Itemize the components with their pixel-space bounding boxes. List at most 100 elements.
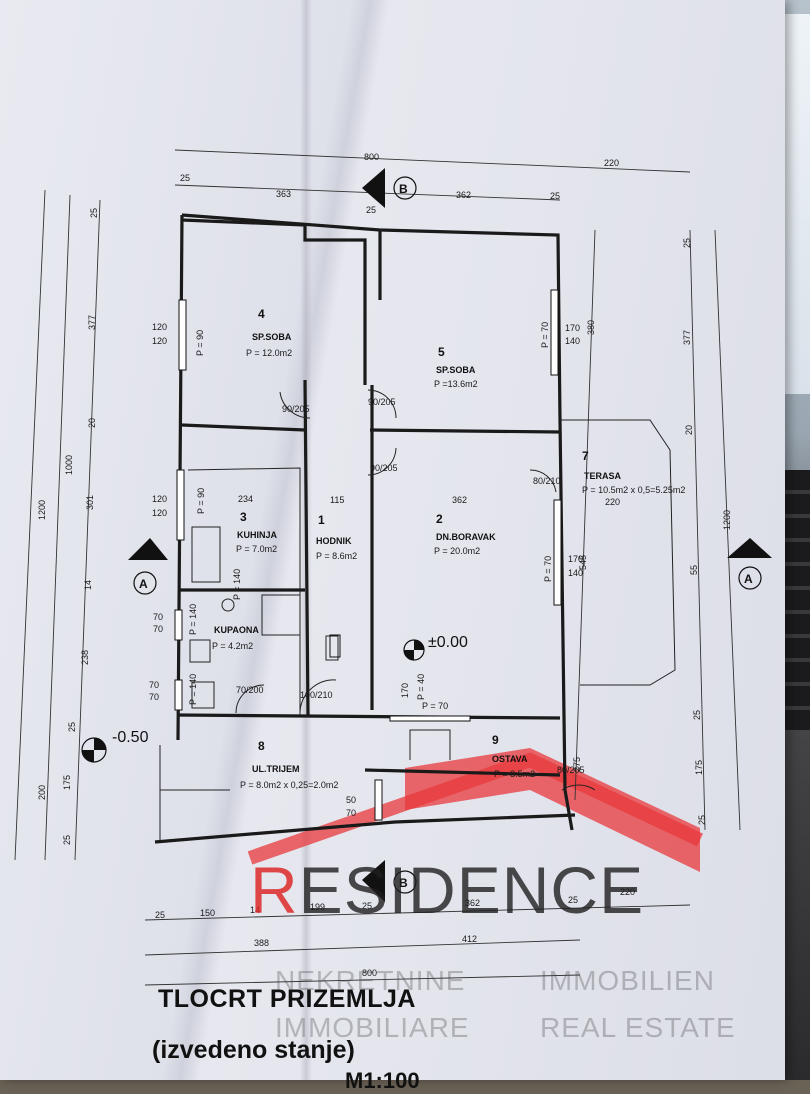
dimensions-left: 1200 1000 25 377 20 301 14 238 25 175 20… [37, 208, 99, 845]
svg-text:170: 170 [565, 323, 580, 333]
svg-text:1000: 1000 [64, 455, 74, 475]
svg-text:4: 4 [258, 307, 265, 321]
svg-text:7: 7 [582, 449, 589, 463]
room-4: 4 SP.SOBA P = 12.0m2 [246, 307, 292, 358]
svg-text:175: 175 [694, 760, 704, 775]
svg-text:14: 14 [250, 905, 260, 915]
svg-text:P = 90: P = 90 [196, 488, 206, 514]
svg-text:55: 55 [689, 565, 699, 575]
dimension-lines [14, 149, 741, 986]
svg-text:50: 50 [346, 795, 356, 805]
svg-text:P = 140: P = 140 [232, 569, 242, 600]
section-marker-b-bottom: B [362, 860, 417, 902]
svg-text:90/205: 90/205 [370, 463, 398, 473]
level-marker-main: ±0.00 [403, 634, 468, 661]
room-3: 3 KUHINJA P = 7.0m2 [236, 510, 278, 554]
svg-text:P = 7.0m2: P = 7.0m2 [236, 544, 277, 554]
svg-text:20: 20 [87, 418, 97, 428]
walls [154, 213, 676, 844]
svg-text:P = 8.0m2 x 0,25=2.0m2: P = 8.0m2 x 0,25=2.0m2 [240, 780, 338, 790]
drawing-subtitle: (izvedeno stanje) [152, 1036, 355, 1064]
svg-text:25: 25 [180, 173, 190, 183]
door-dimensions: 90/205 90/205 90/205 80/210 70/200 100/2… [236, 397, 585, 775]
svg-text:1200: 1200 [722, 510, 732, 530]
svg-text:170: 170 [568, 554, 583, 564]
svg-text:80/205: 80/205 [557, 765, 585, 775]
svg-text:363: 363 [276, 189, 291, 199]
svg-text:238: 238 [80, 650, 90, 665]
watermark-word: IMMOBILIARE [275, 1012, 470, 1043]
svg-text:70: 70 [149, 680, 159, 690]
svg-text:80/210: 80/210 [533, 476, 561, 486]
svg-text:B: B [399, 876, 408, 890]
svg-text:234: 234 [238, 494, 253, 504]
svg-text:25: 25 [692, 710, 702, 720]
svg-text:SP.SOBA: SP.SOBA [252, 332, 292, 342]
svg-text:20: 20 [684, 425, 694, 435]
watermark-brand: RESIDENCE [250, 853, 645, 927]
svg-text:UL.TRIJEM: UL.TRIJEM [252, 764, 300, 774]
svg-text:800: 800 [364, 152, 379, 162]
svg-text:200: 200 [37, 785, 47, 800]
svg-text:P = 70: P = 70 [540, 322, 550, 348]
room-9: 9 OSTAVA P = 3.5m2 [492, 733, 535, 779]
svg-text:90/205: 90/205 [282, 404, 310, 414]
svg-text:70: 70 [346, 808, 356, 818]
section-marker-a-left: A [128, 538, 168, 595]
svg-text:P = 90: P = 90 [195, 330, 205, 356]
svg-text:25: 25 [362, 901, 372, 911]
svg-text:70: 70 [153, 624, 163, 634]
svg-text:P = 3.5m2: P = 3.5m2 [494, 769, 535, 779]
svg-text:70/200: 70/200 [236, 685, 264, 695]
svg-text:800: 800 [362, 968, 377, 978]
svg-text:P = 12.0m2: P = 12.0m2 [246, 348, 292, 358]
svg-text:25: 25 [89, 208, 99, 218]
svg-text:275: 275 [572, 757, 582, 772]
floor-plan: A A B B ±0.00 -0.50 4 SP.SOBA P = 12.0m2… [14, 149, 772, 986]
dimensions-inner: 234 115 362 220 [238, 494, 620, 507]
dimensions-top: 800 220 25 363 362 25 25 [180, 152, 619, 215]
svg-text:175: 175 [62, 775, 72, 790]
svg-text:P = 140: P = 140 [188, 674, 198, 705]
svg-text:120: 120 [152, 322, 167, 332]
watermark-word: NEKRETNINE [275, 965, 466, 996]
window-heights: P = 90 P = 70 P = 90 P = 70 P = 140 P = … [188, 322, 553, 711]
svg-text:P = 20.0m2: P = 20.0m2 [434, 546, 480, 556]
svg-text:70: 70 [149, 692, 159, 702]
paper-sheet [0, 0, 785, 1080]
window-dimensions: 120 120 120 120 170 140 170 140 70 70 70… [149, 322, 583, 818]
svg-text:14: 14 [83, 580, 93, 590]
door-swings [235, 389, 596, 791]
svg-text:P = 8.6m2: P = 8.6m2 [316, 551, 357, 561]
drawing-title: TLOCRT PRIZEMLJA [158, 985, 416, 1013]
svg-text:9: 9 [492, 733, 499, 747]
svg-text:SP.SOBA: SP.SOBA [436, 365, 476, 375]
svg-text:P = 140: P = 140 [188, 604, 198, 635]
room-kupaona: KUPAONA P = 4.2m2 [212, 625, 259, 651]
svg-text:P = 10.5m2 x 0,5=5.25m2: P = 10.5m2 x 0,5=5.25m2 [582, 485, 685, 495]
watermark-word: REAL ESTATE [540, 1012, 736, 1043]
svg-text:380: 380 [586, 320, 596, 335]
svg-text:150: 150 [200, 908, 215, 918]
svg-text:120: 120 [152, 508, 167, 518]
svg-text:140: 140 [565, 336, 580, 346]
svg-text:-0.50: -0.50 [112, 729, 149, 746]
svg-text:B: B [399, 182, 408, 196]
section-marker-a-right: A [727, 538, 772, 590]
svg-text:8: 8 [258, 739, 265, 753]
svg-text:25: 25 [682, 238, 692, 248]
svg-text:P = 40: P = 40 [416, 674, 426, 700]
svg-text:KUHINJA: KUHINJA [237, 530, 278, 540]
svg-text:70: 70 [153, 612, 163, 622]
watermark-word: IMMOBILIEN [540, 965, 715, 996]
svg-text:120: 120 [152, 494, 167, 504]
svg-text:1200: 1200 [37, 500, 47, 520]
svg-text:3: 3 [240, 510, 247, 524]
svg-text:A: A [744, 572, 753, 586]
svg-text:377: 377 [87, 315, 97, 330]
level-marker-entry: -0.50 [81, 729, 149, 763]
svg-text:OSTAVA: OSTAVA [492, 754, 528, 764]
svg-text:120: 120 [152, 336, 167, 346]
svg-text:P = 70: P = 70 [422, 701, 448, 711]
room-5: 5 SP.SOBA P =13.6m2 [434, 345, 478, 389]
